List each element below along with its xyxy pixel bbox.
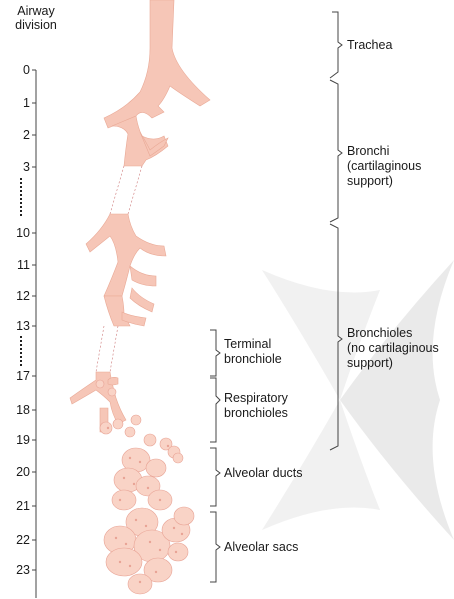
tick-label: 10 xyxy=(0,227,30,239)
label-alveolar-ducts: Alveolar ducts xyxy=(224,466,303,481)
tick-label: 11 xyxy=(0,259,30,271)
tick-label: 0 xyxy=(0,64,30,76)
tick-label: 18 xyxy=(0,404,30,416)
alveolar-sacs xyxy=(104,507,194,594)
label-bronchioles: Bronchioles (no cartilaginous support) xyxy=(347,326,439,371)
label-trachea: Trachea xyxy=(347,38,392,53)
tick-label: 21 xyxy=(0,500,30,512)
tick-label: 20 xyxy=(0,466,30,478)
tick-label: 3 xyxy=(0,161,30,173)
tick-label: 2 xyxy=(0,129,30,141)
middle-brackets xyxy=(210,330,220,582)
division-axis xyxy=(32,70,36,598)
axis-title: Airway division xyxy=(6,4,66,32)
tick-label: 13 xyxy=(0,320,30,332)
tick-label: 17 xyxy=(0,370,30,382)
label-alveolar-sacs: Alveolar sacs xyxy=(224,540,298,555)
tick-label: 22 xyxy=(0,534,30,546)
tick-label: 12 xyxy=(0,290,30,302)
airway-tree xyxy=(70,0,210,432)
tick-label: 23 xyxy=(0,564,30,576)
label-bronchi: Bronchi (cartilaginous support) xyxy=(347,144,421,189)
label-terminal-bronchiole: Terminal bronchiole xyxy=(224,337,282,367)
tick-label: 19 xyxy=(0,434,30,446)
axis-gap-dots xyxy=(20,178,22,366)
alveolar-ducts xyxy=(112,448,172,510)
tick-label: 1 xyxy=(0,97,30,109)
star-watermark-icon xyxy=(262,260,454,540)
label-respiratory-bronchioles: Respiratory bronchioles xyxy=(224,391,288,421)
